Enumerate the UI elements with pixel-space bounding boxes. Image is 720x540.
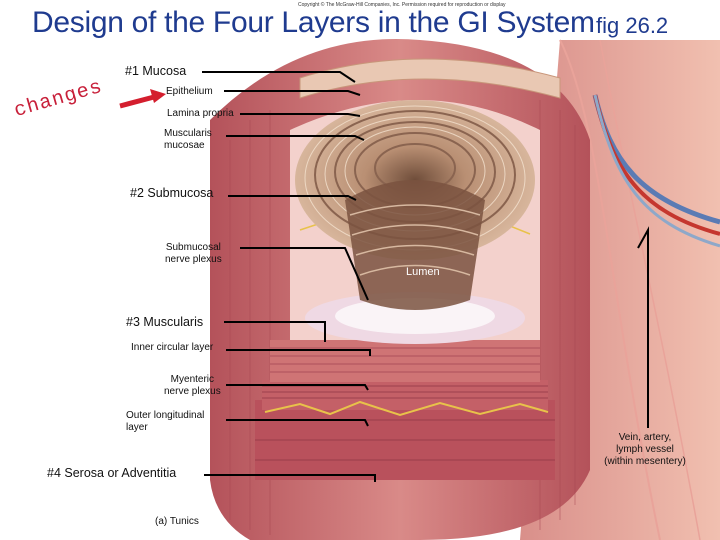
leader-mucosa — [202, 71, 356, 83]
label-submucosal-plexus: Submucosal nerve plexus — [165, 242, 222, 266]
leader-outer-longitudinal — [226, 419, 369, 427]
label-submucosa: #2 Submucosa — [130, 186, 214, 200]
leader-muscularis-mucosae — [226, 135, 365, 141]
copyright-notice: Copyright © The McGraw-Hill Companies, I… — [298, 2, 506, 8]
page-title: Design of the Four Layers in the GI Syst… — [32, 6, 595, 39]
label-vessels-line3: (within mesentery) — [604, 456, 686, 467]
label-inner-circular: Inner circular layer — [131, 342, 214, 353]
label-vessels-line2: lymph vessel — [616, 444, 674, 455]
label-submucosal-plexus-line2: nerve plexus — [165, 254, 222, 265]
label-muscularis-mucosae-line1: Muscularis — [164, 128, 212, 139]
label-vessels-line1: Vein, artery, — [618, 432, 672, 443]
label-lumen: Lumen — [406, 266, 440, 278]
myenteric-plexus — [264, 400, 549, 417]
label-vessels: Vein, artery, lymph vessel (within mesen… — [596, 432, 694, 468]
label-submucosal-plexus-line1: Submucosal — [165, 242, 221, 253]
label-outer-longitudinal-line2: layer — [126, 422, 148, 433]
leader-lamina-propria — [240, 113, 361, 117]
label-lamina-propria: Lamina propria — [167, 108, 234, 119]
label-serosa: #4 Serosa or Adventitia — [47, 466, 177, 480]
leader-vessels — [637, 226, 649, 428]
figure-reference: fig 26.2 — [596, 13, 669, 38]
leader-inner-circular — [226, 349, 371, 356]
label-outer-longitudinal: Outer longitudinal layer — [126, 410, 204, 434]
label-epithelium: Epithelium — [166, 86, 213, 97]
mesenteric-vessels — [592, 94, 720, 248]
leader-serosa — [204, 474, 376, 482]
label-outer-longitudinal-line1: Outer longitudinal — [126, 410, 205, 421]
label-myenteric-line2: nerve plexus — [164, 386, 221, 397]
changes-arrow — [119, 89, 166, 109]
leader-submucosa — [228, 195, 357, 201]
label-myenteric-line1: Myenteric — [170, 374, 215, 385]
label-muscularis-mucosae-line2: mucosae — [164, 140, 205, 151]
leader-muscularis — [224, 321, 326, 342]
label-myenteric-plexus: Myenteric nerve plexus — [164, 374, 221, 398]
leader-epithelium — [224, 90, 361, 96]
label-mucosa: #1 Mucosa — [125, 64, 187, 78]
label-muscularis-mucosae: Muscularis mucosae — [164, 128, 212, 152]
leader-myenteric — [226, 384, 369, 391]
leader-lines — [202, 71, 649, 482]
leader-submucosal-plexus — [240, 247, 369, 301]
figure-caption: (a) Tunics — [155, 516, 199, 527]
label-muscularis: #3 Muscularis — [126, 315, 204, 329]
